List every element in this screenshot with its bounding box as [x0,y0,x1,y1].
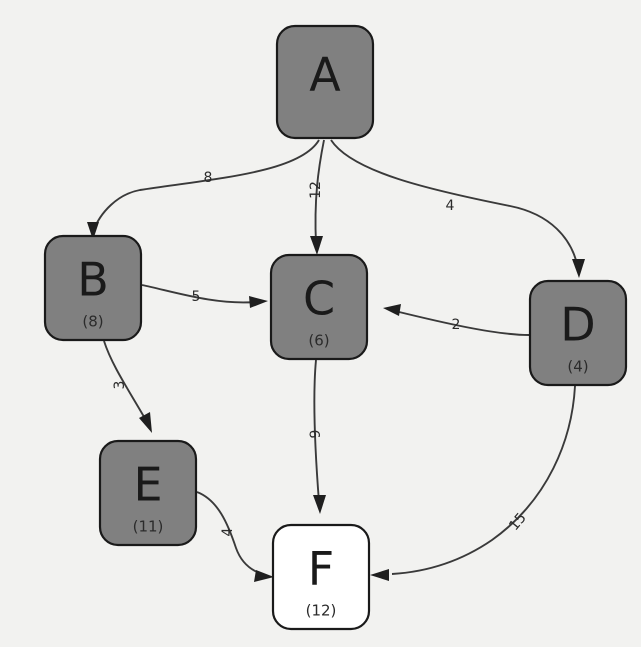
node-c-label: C [303,272,335,326]
node-d-label: D [560,298,595,352]
node-b-sublabel: (8) [82,313,103,331]
node-d-shape[interactable] [528,279,628,387]
nodes-layer: A B (8) C (6) D (4) E (11) [43,24,628,631]
edge-a-b-arrowhead [87,222,99,240]
edge-a-b-path [92,139,320,233]
edge-label-b-e: 3 [112,381,128,390]
edge-e-f-arrowhead [254,570,274,582]
edge-b-e-arrowhead [139,412,152,433]
edges-layer: 8 12 4 5 2 3 [87,139,585,582]
edge-label-c-f: 9 [308,430,324,439]
edge-a-d[interactable]: 4 [330,139,585,278]
node-e[interactable]: E (11) [98,439,198,547]
node-c[interactable]: C (6) [269,253,369,361]
edge-a-c-path [314,139,325,245]
edge-d-c-path [394,310,530,336]
edge-label-e-f: 4 [220,527,236,536]
node-f-sublabel: (12) [306,602,337,620]
edge-e-f-path [196,491,263,575]
node-f[interactable]: F (12) [271,523,371,631]
edge-b-c[interactable]: 5 [141,284,268,308]
edge-e-f[interactable]: 4 [196,491,274,582]
node-f-label: F [308,542,334,596]
edge-label-a-b: 8 [204,170,213,186]
node-a-shape[interactable] [275,24,375,140]
node-b-label: B [77,253,109,307]
node-a-label: A [309,48,341,102]
edge-label-a-c: 12 [308,181,324,199]
edge-d-c[interactable]: 2 [383,304,530,336]
edge-b-e-path [103,340,148,423]
edge-b-c-path [141,284,256,304]
edge-d-f-arrowhead [370,569,389,581]
edge-b-c-arrowhead [249,296,268,308]
node-b[interactable]: B (8) [43,234,143,342]
edge-a-d-path [330,139,579,269]
edge-label-a-d: 4 [446,198,455,214]
edge-c-f-path [313,359,320,503]
node-b-shape[interactable] [43,234,143,342]
edge-label-d-c: 2 [452,317,461,333]
edge-d-c-arrowhead [383,304,401,316]
node-f-shape[interactable] [271,523,371,631]
node-e-shape[interactable] [98,439,198,547]
edge-a-d-arrowhead [572,259,585,278]
edge-label-b-c: 5 [192,289,201,305]
node-e-sublabel: (11) [133,518,164,536]
edge-c-f-arrowhead [313,495,326,514]
edge-a-c-arrowhead [310,236,323,255]
edge-a-b[interactable]: 8 [87,139,320,240]
node-c-sublabel: (6) [308,332,329,350]
edge-a-c[interactable]: 12 [308,139,325,255]
node-c-shape[interactable] [269,253,369,361]
node-a[interactable]: A [275,24,375,140]
edge-d-f-path [391,385,576,575]
node-d[interactable]: D (4) [528,279,628,387]
edge-b-e[interactable]: 3 [103,340,152,433]
node-d-sublabel: (4) [567,358,588,376]
node-e-label: E [133,458,162,512]
edge-c-f[interactable]: 9 [308,359,326,514]
